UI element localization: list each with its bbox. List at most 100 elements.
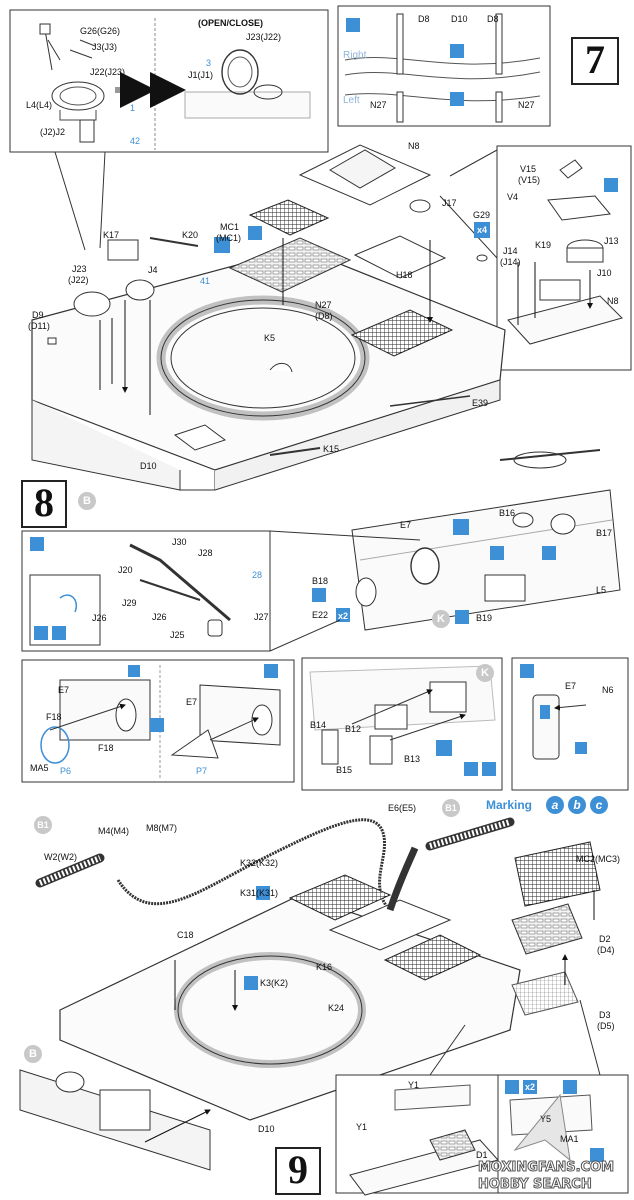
badge-28: 28 (252, 570, 263, 580)
label-d11: (D11) (28, 321, 50, 331)
label-e7-inset-b: E7 (186, 697, 198, 707)
label-open-close: (OPEN/CLOSE) (198, 18, 264, 28)
label-b19: B19 (476, 613, 493, 623)
label-j25: J25 (170, 630, 185, 640)
label-g26: G26(G26) (80, 26, 121, 36)
step-number-8: 8 (34, 480, 54, 525)
label-d10-main: D10 (140, 461, 157, 471)
badge-x2-step9: x2 (525, 1082, 536, 1092)
label-k5: K5 (264, 333, 276, 343)
label-d8-left: D8 (418, 14, 430, 24)
marking-c: c (590, 796, 608, 814)
label-j10: J10 (597, 268, 612, 278)
label-j22-j23: J22(J23) (90, 67, 126, 77)
label-ma1: MA1 (560, 1134, 579, 1144)
label-c18: C18 (177, 930, 194, 940)
label-j1: J1(J1) (188, 70, 214, 80)
label-b18: B18 (312, 576, 329, 586)
label-j26a: J26 (92, 613, 107, 623)
label-g29: G29 (473, 210, 491, 220)
label-j28: J28 (198, 548, 213, 558)
badge-x2a: x2 (454, 523, 465, 533)
label-n8-inset: N8 (607, 296, 619, 306)
label-e7-main8: E7 (400, 520, 412, 530)
label-k31: K31(K31) (240, 888, 279, 898)
label-d2: D2 (599, 934, 611, 944)
inset-n6-box (511, 657, 629, 791)
label-b16: B16 (499, 508, 516, 518)
label-n8: N8 (408, 141, 420, 151)
label-m4: M4(M4) (98, 826, 129, 836)
label-marking: Marking (486, 798, 533, 812)
label-n27-right: N27 (518, 100, 535, 110)
label-b17: B17 (596, 528, 613, 538)
label-j14: J14 (503, 246, 518, 256)
label-h18: H18 (396, 270, 413, 280)
label-j30: J30 (172, 537, 187, 547)
label-d4: (D4) (597, 945, 615, 955)
label-j2: (J2)J2 (40, 127, 66, 137)
label-mc1b: (MC1) (216, 233, 241, 243)
label-j13: J13 (604, 236, 619, 246)
label-l4: L4(L4) (26, 100, 53, 110)
label-k3: K3(K2) (260, 978, 289, 988)
label-d9: D9 (32, 310, 44, 320)
label-d10-step9: D10 (258, 1124, 275, 1134)
label-j29: J29 (122, 598, 137, 608)
label-j23-j22-open: J23(J22) (246, 32, 282, 42)
label-j4: J4 (148, 265, 158, 275)
step7-section (9, 5, 632, 491)
badge-42: 42 (130, 136, 141, 146)
label-k32: K32(K32) (240, 858, 279, 868)
marker-b-step8: B (78, 492, 96, 510)
marker-k-step8: K (432, 610, 450, 628)
label-j22-main: (J22) (68, 275, 89, 285)
label-p7: P7 (196, 766, 208, 776)
step9-section (19, 817, 629, 1196)
label-e39: E39 (472, 398, 489, 408)
label-d3: D3 (599, 1010, 611, 1020)
label-d8-main: (D8) (315, 311, 333, 321)
marking-a: a (546, 796, 564, 814)
label-d1: D1 (476, 1150, 488, 1160)
label-b13: B13 (404, 754, 421, 764)
label-k15: K15 (323, 444, 340, 454)
step-number-7: 7 (585, 37, 605, 82)
label-b14: B14 (310, 720, 327, 730)
label-d8-right: D8 (487, 14, 499, 24)
label-j14b: (J14) (500, 257, 521, 267)
label-e22: E22 (312, 610, 329, 620)
label-k17: K17 (103, 230, 120, 240)
badge-3: 3 (206, 58, 212, 68)
label-v4: V4 (507, 192, 519, 202)
label-k20: K20 (182, 230, 199, 240)
label-mc1: MC1 (220, 222, 240, 232)
marker-b-step9: B (24, 1045, 42, 1063)
badge-1: 1 (130, 103, 136, 113)
label-f18b: F18 (98, 743, 114, 753)
label-left: Left (343, 95, 360, 106)
label-f18a: F18 (46, 712, 62, 722)
label-e7-inset-right: E7 (565, 681, 577, 691)
label-j26b: J26 (152, 612, 167, 622)
marking-b: b (568, 796, 586, 814)
label-mc2: MC2(MC3) (576, 854, 620, 864)
label-n27-left: N27 (370, 100, 387, 110)
badge-g29-qty: x4 (474, 222, 490, 238)
label-v15b: (V15) (518, 175, 541, 185)
label-e6: E6(E5) (388, 803, 417, 813)
label-j20: J20 (118, 565, 133, 575)
marker-b1-left: B1 (34, 816, 52, 834)
label-k16: K16 (316, 962, 333, 972)
label-y5: Y5 (540, 1114, 552, 1124)
label-d5: (D5) (597, 1021, 615, 1031)
label-k19: K19 (535, 240, 552, 250)
label-l5: L5 (596, 585, 607, 595)
label-j17: J17 (442, 198, 457, 208)
label-y1b: Y1 (356, 1122, 368, 1132)
badge-x2b: x2 (338, 611, 349, 621)
label-j27: J27 (254, 612, 269, 622)
watermark-moxingfans: MOXINGFANS.COM (477, 1160, 615, 1176)
watermark-hobby-search: HOBBY SEARCH (478, 1177, 593, 1193)
